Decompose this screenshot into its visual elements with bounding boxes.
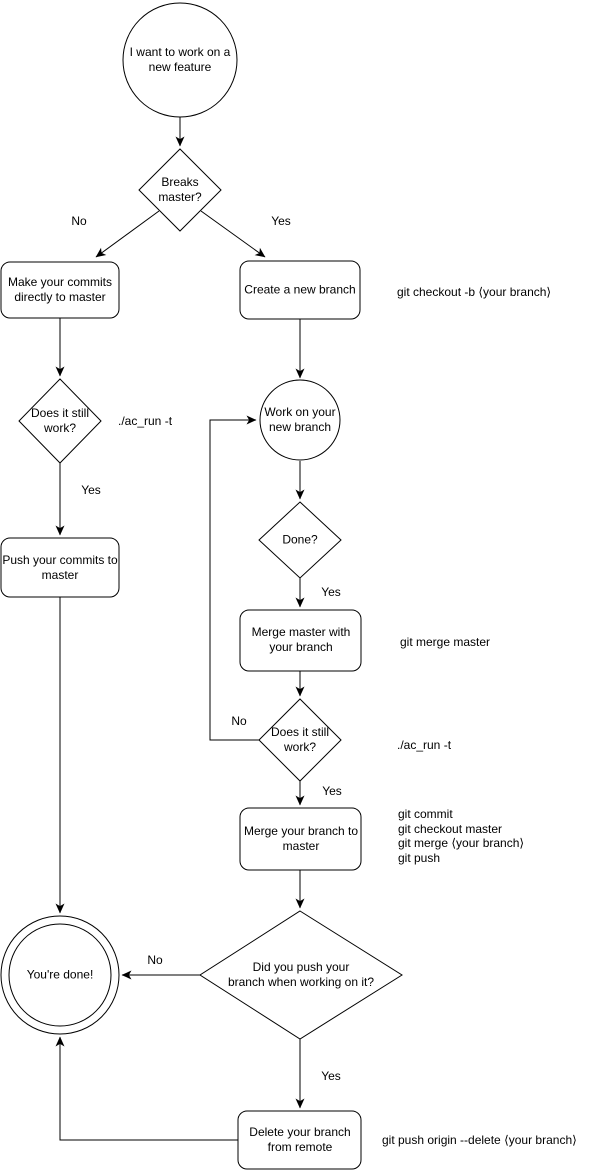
delete-remote-node-shape bbox=[237, 1110, 362, 1170]
did-push-decision-shape bbox=[199, 910, 403, 1040]
create-branch-label: Create a new branch bbox=[244, 282, 356, 297]
still-work-left-decision-shape bbox=[18, 378, 102, 464]
make-commits-node-shape bbox=[0, 261, 120, 319]
note-delete-remote-cmd: git push origin --delete ⟨your branch⟩ bbox=[382, 1132, 577, 1147]
edge-label-done-yes: Yes bbox=[321, 585, 341, 599]
start-node-shape bbox=[122, 2, 238, 118]
done-decision-shape bbox=[258, 501, 342, 579]
edge-breaks-master-no bbox=[95, 210, 160, 258]
youre-done-label: You're done! bbox=[26, 967, 94, 982]
edge-label-breaks-no: No bbox=[71, 214, 87, 228]
edge-label-still-work-left-yes: Yes bbox=[81, 483, 101, 497]
edge-still-work-no-loop bbox=[209, 415, 259, 741]
edge-label-still-work-right-no: No bbox=[231, 714, 247, 728]
edge-delete-to-done-loop bbox=[55, 1036, 238, 1141]
merge-branch-node-shape bbox=[239, 807, 362, 871]
work-branch-label: Work on your new branch bbox=[264, 405, 336, 434]
youre-done-node-inner-shape bbox=[8, 923, 112, 1027]
breaks-master-decision-shape bbox=[138, 148, 222, 232]
edge-label-breaks-yes: Yes bbox=[271, 214, 291, 228]
start-node-label: I want to work on a new feature bbox=[129, 45, 231, 74]
merge-master-label: Merge master with your branch bbox=[251, 625, 351, 654]
push-commits-node-shape bbox=[0, 537, 120, 598]
note-still-work-right-cmd: ./ac_run -t bbox=[397, 737, 452, 752]
push-commits-label: Push your commits to master bbox=[2, 553, 118, 582]
still-work-right-decision-shape bbox=[258, 698, 342, 782]
still-work-left-label: Does it still work? bbox=[30, 406, 89, 435]
edge-breaks-master-yes bbox=[200, 210, 266, 258]
make-commits-label: Make your commits directly to master bbox=[7, 275, 113, 304]
note-still-work-left-cmd: ./ac_run -t bbox=[118, 413, 173, 428]
note-create-branch-cmd: git checkout -b ⟨your branch⟩ bbox=[397, 284, 552, 299]
note-merge-master-cmd: git merge master bbox=[400, 634, 491, 649]
work-branch-node-shape bbox=[259, 379, 341, 461]
merge-branch-label: Merge your branch to master bbox=[243, 824, 359, 853]
edge-label-did-push-no: No bbox=[147, 953, 163, 967]
breaks-master-label: Breaks master? bbox=[158, 175, 202, 204]
still-work-right-label: Does it still work? bbox=[270, 725, 329, 754]
done-question-label: Done? bbox=[282, 532, 318, 547]
create-branch-node-shape bbox=[239, 260, 361, 320]
delete-remote-label: Delete your branch from remote bbox=[249, 1125, 351, 1154]
merge-master-node-shape bbox=[239, 609, 362, 672]
edge-label-did-push-yes: Yes bbox=[321, 1069, 341, 1083]
edge-label-still-work-right-yes: Yes bbox=[322, 784, 342, 798]
note-merge-branch-cmds: git commit git checkout master git merge… bbox=[398, 807, 525, 865]
did-push-label: Did you push your branch when working on… bbox=[227, 960, 375, 989]
